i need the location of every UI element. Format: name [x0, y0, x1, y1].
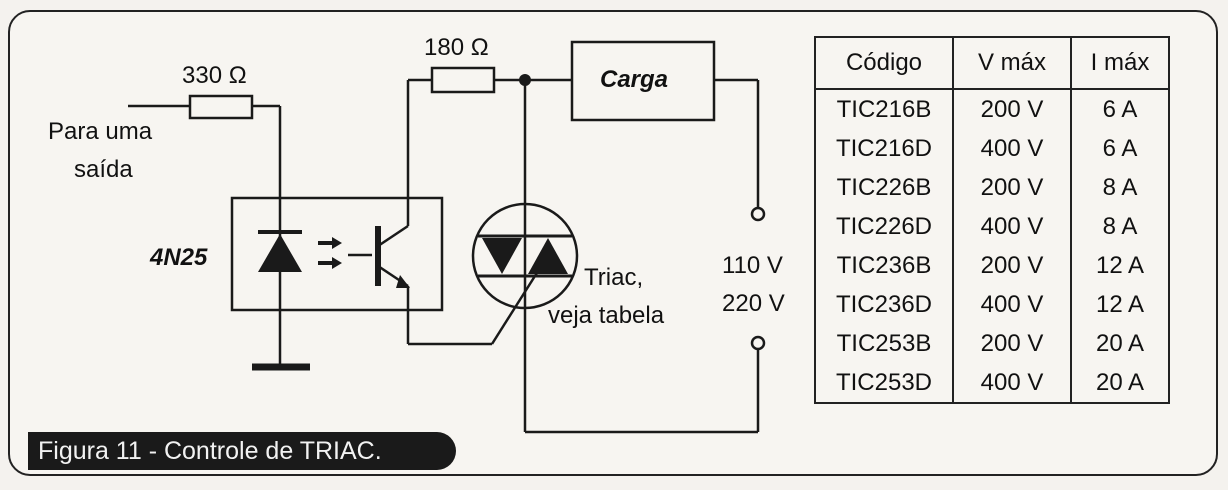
cell-code: TIC216D: [814, 129, 954, 168]
cell-vmax: 200 V: [952, 168, 1072, 207]
cell-code: TIC226D: [814, 207, 954, 246]
terminal-bottom: [750, 335, 766, 351]
cell-vmax: 400 V: [952, 363, 1072, 404]
cell-imax: 20 A: [1070, 363, 1170, 404]
led-triangle: [258, 234, 302, 272]
terminal-top: [750, 206, 766, 222]
cell-imax: 8 A: [1070, 168, 1170, 207]
cell-imax: 12 A: [1070, 246, 1170, 285]
cell-code: TIC216B: [814, 89, 954, 129]
header-codigo: Código: [814, 36, 954, 90]
input-label-line1: Para uma: [48, 118, 153, 145]
cell-vmax: 400 V: [952, 207, 1072, 246]
cell-code: TIC236B: [814, 246, 954, 285]
cell-imax: 12 A: [1070, 285, 1170, 324]
optocoupler-box: [230, 196, 444, 312]
cell-imax: 20 A: [1070, 324, 1170, 363]
cell-imax: 6 A: [1070, 89, 1170, 129]
resistor-330: [188, 94, 254, 120]
cell-code: TIC253B: [814, 324, 954, 363]
cell-code: TIC226B: [814, 168, 954, 207]
resistor-180: [430, 66, 496, 94]
cell-vmax: 200 V: [952, 89, 1072, 129]
cell-code: TIC236D: [814, 285, 954, 324]
triac-tri-2: [528, 238, 568, 274]
cell-imax: 6 A: [1070, 129, 1170, 168]
cell-vmax: 400 V: [952, 285, 1072, 324]
cell-vmax: 400 V: [952, 129, 1072, 168]
figure-caption: Figura 11 - Controle de TRIAC.: [28, 432, 456, 470]
header-imax: I máx: [1070, 36, 1170, 90]
junction-dot: [519, 74, 531, 86]
triac-symbol: [471, 202, 579, 310]
emitter-arrow: [396, 275, 410, 288]
resistor-180-label: 180 Ω: [424, 34, 489, 61]
triac-tri-1: [482, 238, 522, 274]
voltage-label-1: 110 V: [722, 252, 783, 279]
resistor-330-label: 330 Ω: [182, 62, 247, 89]
gate-wire: [490, 267, 542, 345]
header-vmax: V máx: [952, 36, 1072, 90]
cell-vmax: 200 V: [952, 324, 1072, 363]
triac-label-line2: veja tabela: [548, 302, 665, 329]
triac-label-line1: Triac,: [584, 264, 644, 291]
table-header-row: Código V máx I máx: [814, 36, 1170, 90]
cell-imax: 8 A: [1070, 207, 1170, 246]
cell-vmax: 200 V: [952, 246, 1072, 285]
load-label: Carga: [600, 66, 669, 93]
voltage-label-2: 220 V: [722, 290, 785, 317]
cell-code: TIC253D: [814, 363, 954, 404]
optocoupler-label: 4N25: [150, 244, 208, 271]
input-label-line2: saída: [74, 156, 133, 183]
